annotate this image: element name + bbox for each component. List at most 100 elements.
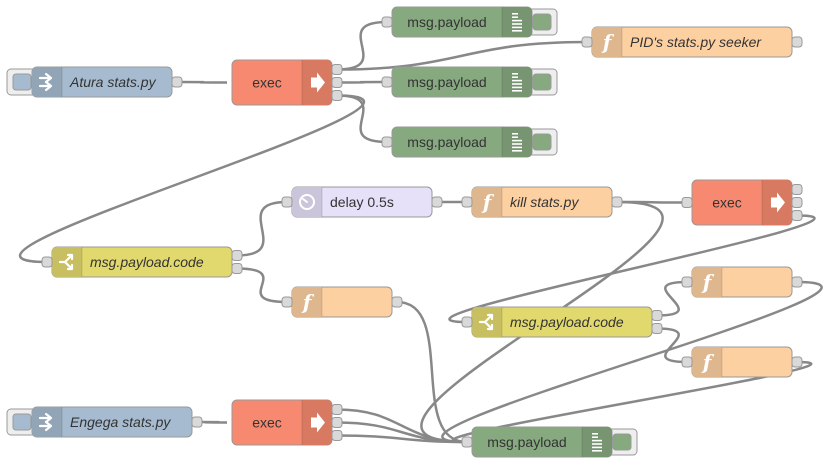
wire[interactable] <box>441 280 823 444</box>
wire[interactable] <box>336 434 468 444</box>
node-inject-inject-atura[interactable]: Atura stats.py <box>6 66 183 98</box>
output-port[interactable] <box>791 276 803 288</box>
function-icon: f <box>701 350 715 374</box>
debug-toggle-button-face[interactable] <box>532 133 552 151</box>
output-port[interactable] <box>391 296 403 308</box>
function-icon: f <box>601 30 615 54</box>
output-port[interactable] <box>331 430 343 441</box>
debug-toggle-button-face[interactable] <box>612 433 632 451</box>
output-port[interactable] <box>791 184 803 195</box>
wire[interactable] <box>451 360 813 444</box>
output-port[interactable] <box>331 90 343 101</box>
debug-toggle-button-face[interactable] <box>532 13 552 31</box>
node-icon-area <box>502 67 532 97</box>
input-port[interactable] <box>381 76 393 88</box>
inject-trigger-button-face[interactable] <box>12 413 32 431</box>
node-exec-exec-1[interactable]: exec <box>231 59 343 106</box>
output-port[interactable] <box>651 323 663 334</box>
wire[interactable] <box>336 40 588 71</box>
function-icon: f <box>701 270 715 294</box>
node-icon-area <box>502 7 532 37</box>
debug-toggle-button-face[interactable] <box>532 73 552 91</box>
node-exec-exec-2[interactable]: exec <box>681 179 803 226</box>
output-port[interactable] <box>611 196 623 208</box>
node-delay-delay-1[interactable]: delay 0.5s <box>281 186 443 218</box>
output-port[interactable] <box>191 416 203 428</box>
node-function-func-empty-3[interactable]: f <box>681 346 803 378</box>
node-icon-area <box>472 187 502 217</box>
output-port[interactable] <box>791 197 803 208</box>
output-port[interactable] <box>791 356 803 368</box>
node-icon-area <box>692 347 722 377</box>
node-label: Atura stats.py <box>69 74 157 90</box>
function-icon: f <box>301 290 315 314</box>
input-port[interactable] <box>281 196 293 208</box>
wire[interactable] <box>236 200 288 257</box>
input-port[interactable] <box>681 276 693 288</box>
output-port[interactable] <box>651 310 663 321</box>
node-function-func-empty-1[interactable]: f <box>281 286 403 318</box>
output-port[interactable] <box>171 76 183 88</box>
input-port[interactable] <box>41 256 53 268</box>
node-label: exec <box>252 415 282 431</box>
wire[interactable] <box>336 80 388 84</box>
node-exec-exec-3[interactable]: exec <box>231 399 343 446</box>
output-port[interactable] <box>791 210 803 221</box>
node-icon-area <box>292 287 322 317</box>
node-label: Engega stats.py <box>70 414 171 430</box>
input-port[interactable] <box>681 356 693 368</box>
input-port[interactable] <box>461 436 473 448</box>
inject-trigger-button-face[interactable] <box>12 73 32 91</box>
wire[interactable] <box>448 214 816 324</box>
node-icon-area <box>582 427 612 457</box>
node-debug-debug-3[interactable]: msg.payload <box>381 126 558 158</box>
output-port[interactable] <box>331 417 343 428</box>
wire[interactable] <box>176 80 228 84</box>
node-debug-debug-4[interactable]: msg.payload <box>461 426 638 458</box>
nodes-layer: Atura stats.py exec msg.payload msg.payload… <box>6 6 803 458</box>
input-port[interactable] <box>581 36 593 48</box>
node-debug-debug-2[interactable]: msg.payload <box>381 66 558 98</box>
wire[interactable] <box>656 327 688 364</box>
node-inject-inject-engega[interactable]: Engega stats.py <box>6 406 203 438</box>
output-port[interactable] <box>431 196 443 208</box>
node-switch-switch-2[interactable]: msg.payload.code <box>461 306 663 338</box>
input-port[interactable] <box>681 197 693 208</box>
input-port[interactable] <box>381 136 393 148</box>
node-debug-debug-1[interactable]: msg.payload <box>381 6 558 38</box>
inject-arrow-icon <box>38 72 53 92</box>
input-port[interactable] <box>281 296 293 308</box>
input-port[interactable] <box>381 16 393 28</box>
wire[interactable] <box>396 300 468 444</box>
output-port[interactable] <box>791 36 803 48</box>
wire[interactable] <box>236 267 288 304</box>
node-label: exec <box>712 195 742 211</box>
node-icon-area <box>502 127 532 157</box>
wire[interactable] <box>656 280 688 317</box>
wire[interactable] <box>336 20 388 71</box>
wire[interactable] <box>196 420 228 424</box>
output-port[interactable] <box>231 263 243 274</box>
output-port[interactable] <box>331 64 343 75</box>
wires-layer <box>18 20 823 444</box>
debug-list-icon <box>512 133 522 152</box>
node-function-func-empty-2[interactable]: f <box>681 266 803 298</box>
output-port[interactable] <box>331 404 343 415</box>
svg-text:f: f <box>601 30 615 54</box>
input-port[interactable] <box>461 196 473 208</box>
node-label: msg.payload <box>407 74 486 90</box>
function-icon: f <box>481 190 495 214</box>
node-icon-area <box>692 267 722 297</box>
wire[interactable] <box>18 94 366 264</box>
output-port[interactable] <box>231 250 243 261</box>
node-label: msg.payload <box>487 434 566 450</box>
input-port[interactable] <box>461 316 473 328</box>
node-switch-switch-1[interactable]: msg.payload.code <box>41 246 243 278</box>
wire[interactable] <box>336 408 468 444</box>
svg-text:f: f <box>301 290 315 314</box>
output-port[interactable] <box>331 77 343 88</box>
timer-icon <box>299 194 315 210</box>
